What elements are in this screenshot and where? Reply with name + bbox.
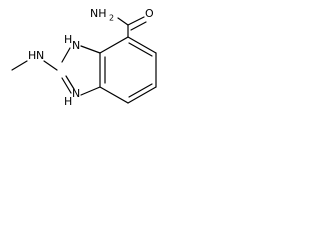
imidazole-h-bottom-label: H <box>64 95 72 108</box>
amide-nh2-label: NH <box>90 7 107 20</box>
imidazole-n-bottom-label: N <box>72 87 80 100</box>
methylamino-h-label: H <box>28 49 36 62</box>
oxygen-label: O <box>145 7 154 20</box>
bond-methyl-n <box>11 60 28 71</box>
bond-c5-c4-double <box>128 42 153 57</box>
imidazole-n-top-label: N <box>72 39 80 52</box>
bond-n3-c3a <box>80 45 101 54</box>
bond-c7-c6 <box>127 86 157 104</box>
bond-c4-c3a <box>99 36 129 54</box>
bond-c7a-c7 <box>99 86 129 104</box>
methylamino-n-label: N <box>36 49 44 62</box>
chemical-structure: NH 2 O H N N H H N <box>11 7 157 108</box>
bond-c2-n1-double <box>65 75 75 90</box>
bond-c2-n3 <box>61 47 71 63</box>
imidazole-h-top-label: H <box>64 33 72 46</box>
bond-n1-c7a <box>80 86 101 96</box>
amide-nh2-subscript: 2 <box>109 14 114 23</box>
bond-c5-c4 <box>127 36 157 54</box>
bond-carbonyl-o <box>127 16 145 26</box>
bond-carbonyl-o-double <box>130 21 147 31</box>
bond-c7-c6-double <box>128 83 153 98</box>
bond-c2-n1 <box>61 77 72 94</box>
bond-n-c2 <box>43 60 58 71</box>
bond-carbonyl-n <box>117 17 129 26</box>
